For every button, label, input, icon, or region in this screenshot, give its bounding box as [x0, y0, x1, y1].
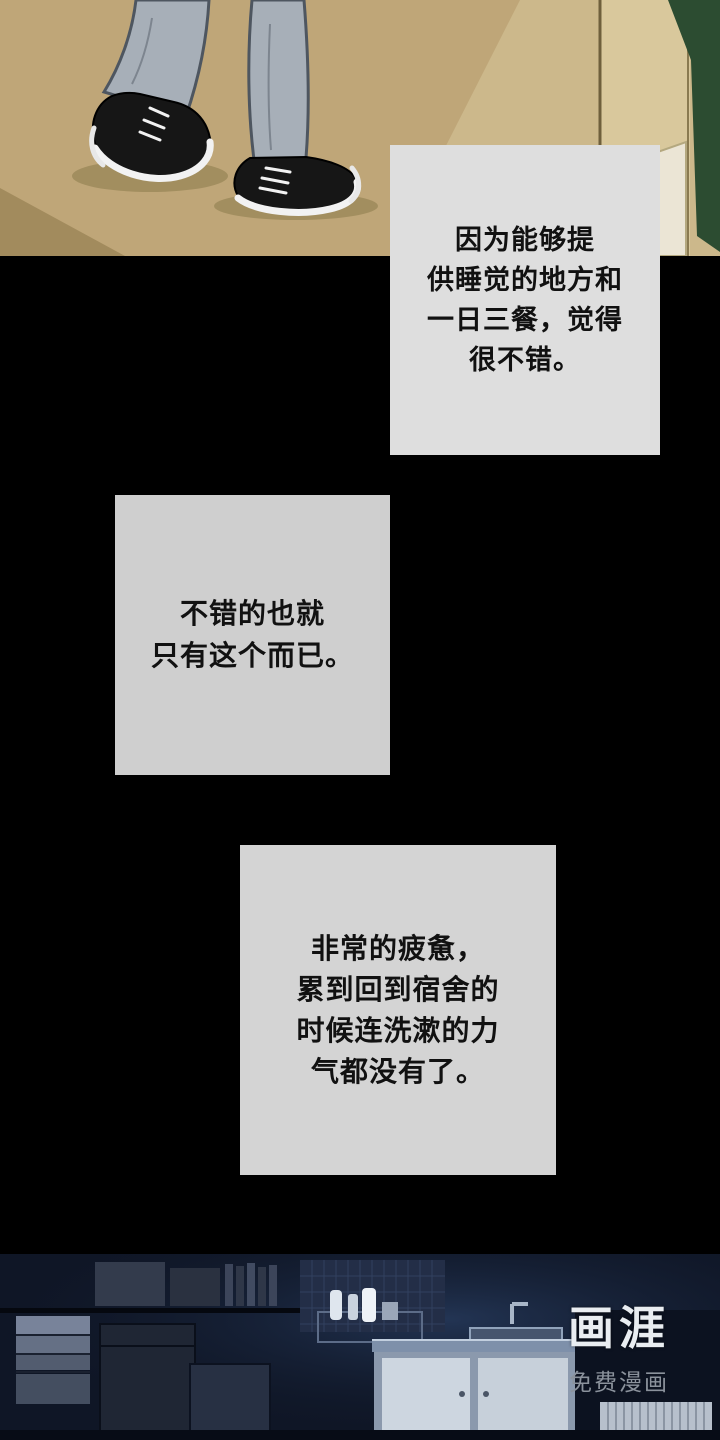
caption-line: 时候连洗漱的力 — [296, 1015, 500, 1046]
right-shoe-toe-cap — [348, 165, 362, 204]
caption-line: 累到回到宿舍的 — [296, 974, 500, 1005]
watermark-subtitle: 免费漫画 — [569, 1368, 669, 1395]
caption-line: 因为能够提 — [455, 225, 595, 255]
pant-fold — [267, 23, 272, 151]
caption-line: 一日三餐，觉得 — [427, 305, 623, 335]
pant-fold — [131, 17, 153, 85]
shelf-with-boxes — [0, 1262, 305, 1313]
left-shoe-laces — [138, 106, 170, 142]
sink-counter — [372, 1302, 577, 1440]
caption-box-1: 因为能够提 供睡觉的地方和 一日三餐，觉得 很不错。 — [390, 145, 660, 455]
storage-boxes — [99, 1323, 271, 1440]
caption-box-2: 不错的也就 只有这个而已。 — [115, 495, 390, 775]
floor-shadow — [0, 1430, 720, 1440]
caption-line: 不错的也就 — [179, 598, 325, 629]
caption-box-3: 非常的疲惫， 累到回到宿舍的 时候连洗漱的力 气都没有了。 — [240, 845, 556, 1175]
watermark-logo: 画涯 — [568, 1302, 670, 1354]
right-pant-leg — [247, 0, 310, 162]
caption-line: 非常的疲惫， — [310, 933, 485, 964]
left-shoe-sole — [91, 138, 214, 182]
caption-line: 只有这个而已。 — [150, 640, 354, 671]
green-plant-corner — [668, 0, 720, 252]
caption-line: 很不错。 — [469, 345, 581, 375]
folded-towels-stack — [16, 1316, 90, 1404]
caption-line: 气都没有了。 — [310, 1056, 485, 1087]
walking-legs-panel — [0, 0, 720, 256]
walking-legs-scene — [0, 0, 720, 256]
left-shoe-toe-cap — [89, 125, 106, 168]
dorm-kitchen-scene — [0, 1254, 720, 1440]
dorm-kitchen-panel — [0, 1254, 720, 1440]
floor-shadow-corner — [0, 188, 125, 256]
right-shoe-laces — [258, 166, 292, 195]
watermark: 画涯 免费漫画 — [568, 1302, 670, 1397]
caption-line: 供睡觉的地方和 — [427, 265, 623, 295]
radiator — [575, 1310, 720, 1440]
dish-rack — [317, 1288, 423, 1343]
